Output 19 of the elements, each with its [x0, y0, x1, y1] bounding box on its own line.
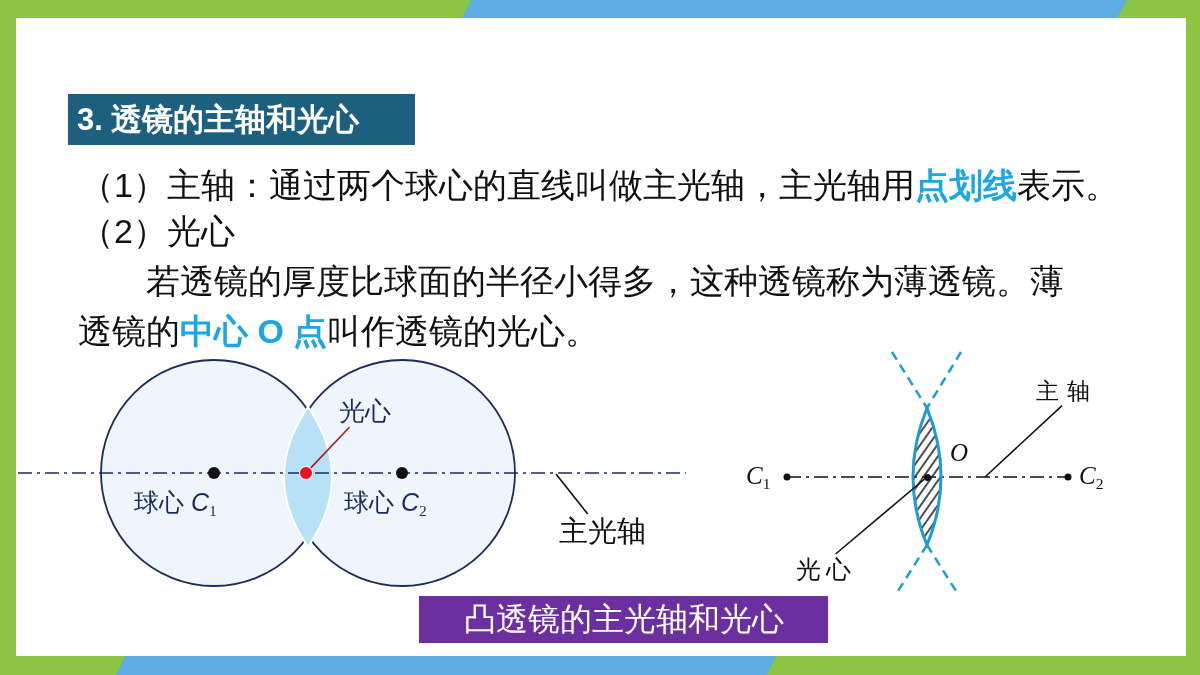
paragraph: 若透镜的厚度比球面的半径小得多，这种透镜称为薄透镜。薄透镜的中心 O 点叫作透镜的光心。 — [78, 261, 1065, 352]
callout-label: 主轴 — [1036, 378, 1098, 406]
list-heading: （2）光心 — [80, 211, 235, 252]
point-label: C$_{2}$ — [1079, 461, 1104, 491]
point-label: O — [950, 438, 969, 468]
title-banner: 3. 透镜的主轴和光心 — [68, 94, 415, 145]
point-label: C$_{1}$ — [746, 461, 771, 491]
leader-line — [834, 478, 926, 555]
leader-line — [555, 473, 589, 515]
center-dot — [923, 473, 931, 481]
paragraph: （1）主轴：通过两个球心的直线叫做主光轴，主光轴用点划线表示。 — [80, 165, 1119, 206]
caption-banner: 凸透镜的主光轴和光心 — [419, 596, 828, 643]
leader-line — [310, 426, 351, 469]
callout-label: 主光轴 — [559, 514, 646, 549]
callout-label: 光心 — [796, 554, 856, 584]
callout-label: 光心 — [339, 396, 391, 428]
center-label: 球心 C$_{2}$ — [344, 487, 427, 517]
leader-line — [984, 404, 1063, 478]
center-label: 球心 C$_{1}$ — [134, 487, 217, 517]
